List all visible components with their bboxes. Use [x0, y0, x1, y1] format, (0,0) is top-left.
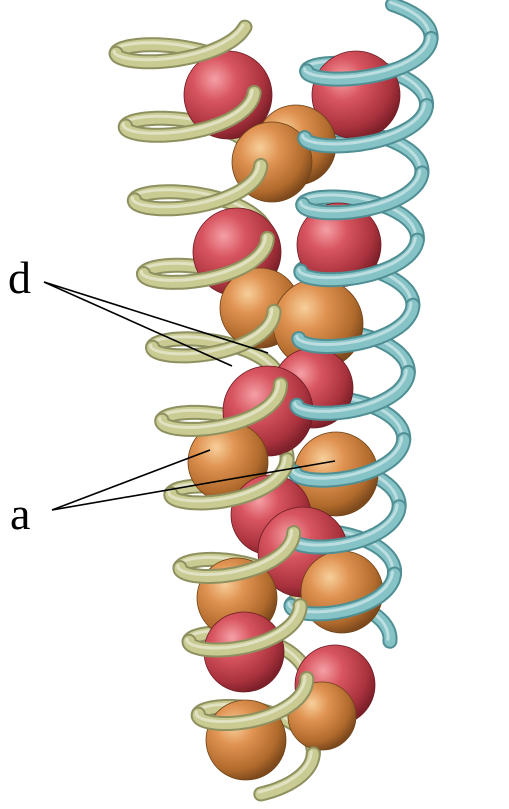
right-helix-front	[283, 30, 439, 622]
right-helix-segment-6-highlight	[299, 193, 417, 240]
left-helix-segment-4	[128, 159, 267, 215]
left-helix-segment-2	[119, 87, 260, 141]
left-helix-segment-20	[255, 748, 319, 800]
leader-line-d-1	[43, 281, 269, 354]
leader-lines-d	[43, 281, 269, 367]
left-helix-segment-4-highlight	[130, 161, 261, 209]
leader-lines-a	[51, 449, 336, 511]
right-helix-segment-7	[295, 234, 423, 286]
left-helix-segment-16-highlight	[185, 602, 300, 650]
right-helix-segment-1	[301, 32, 437, 85]
left-helix-segment-12-highlight	[167, 456, 287, 503]
left-helix-segment-2-highlight	[121, 89, 254, 135]
label-a: a	[10, 488, 30, 539]
left-helix-segment-8-highlight	[149, 307, 274, 356]
right-helix-segment-5	[297, 167, 428, 219]
left-helix-segment-14	[174, 527, 300, 582]
right-helix-segment-5-highlight	[299, 169, 422, 213]
left-helix-segment-10	[156, 378, 286, 435]
left-helix-segment-9-highlight	[149, 335, 280, 384]
right-helix-segment-3	[299, 100, 432, 152]
left-helix-segment-0	[110, 21, 251, 68]
right-helix-segment-11-highlight	[293, 368, 408, 413]
left-helix-front	[108, 19, 321, 802]
left-helix-segment-10-highlight	[158, 380, 280, 429]
right-helix-segment-9-highlight	[295, 301, 413, 346]
left-helix-segment-18-highlight	[194, 675, 307, 723]
right-helix-segment-1-highlight	[303, 34, 431, 79]
right-helix-segment-11	[291, 366, 414, 419]
label-d: d	[8, 252, 31, 303]
leader-line-d-2	[43, 281, 233, 367]
right-helix-segment-6	[297, 191, 423, 246]
right-helix-segment-0-highlight	[389, 1, 431, 38]
left-helix-segment-18	[192, 673, 313, 729]
left-helix-segment-6	[138, 232, 273, 288]
right-helix-segment-13-highlight	[291, 436, 404, 480]
left-helix-segment-0-highlight	[112, 23, 245, 62]
left-helix-segment-12	[165, 454, 293, 509]
leader-line-a-2	[51, 460, 336, 511]
left-helix-segment-20-highlight	[257, 750, 313, 794]
right-helix-segment-13	[289, 434, 410, 486]
right-helix-segment-7-highlight	[297, 236, 417, 280]
left-helix-segment-8	[147, 305, 280, 362]
left-helix-segment-6-highlight	[140, 234, 267, 282]
left-helix-segment-16	[183, 600, 306, 656]
right-helix-segment-3-highlight	[301, 102, 426, 146]
left-helix-segment-14-highlight	[176, 529, 294, 576]
right-helix-segment-15	[287, 501, 405, 553]
leader-line-a-1	[51, 449, 211, 511]
right-helix-segment-9	[293, 299, 419, 352]
